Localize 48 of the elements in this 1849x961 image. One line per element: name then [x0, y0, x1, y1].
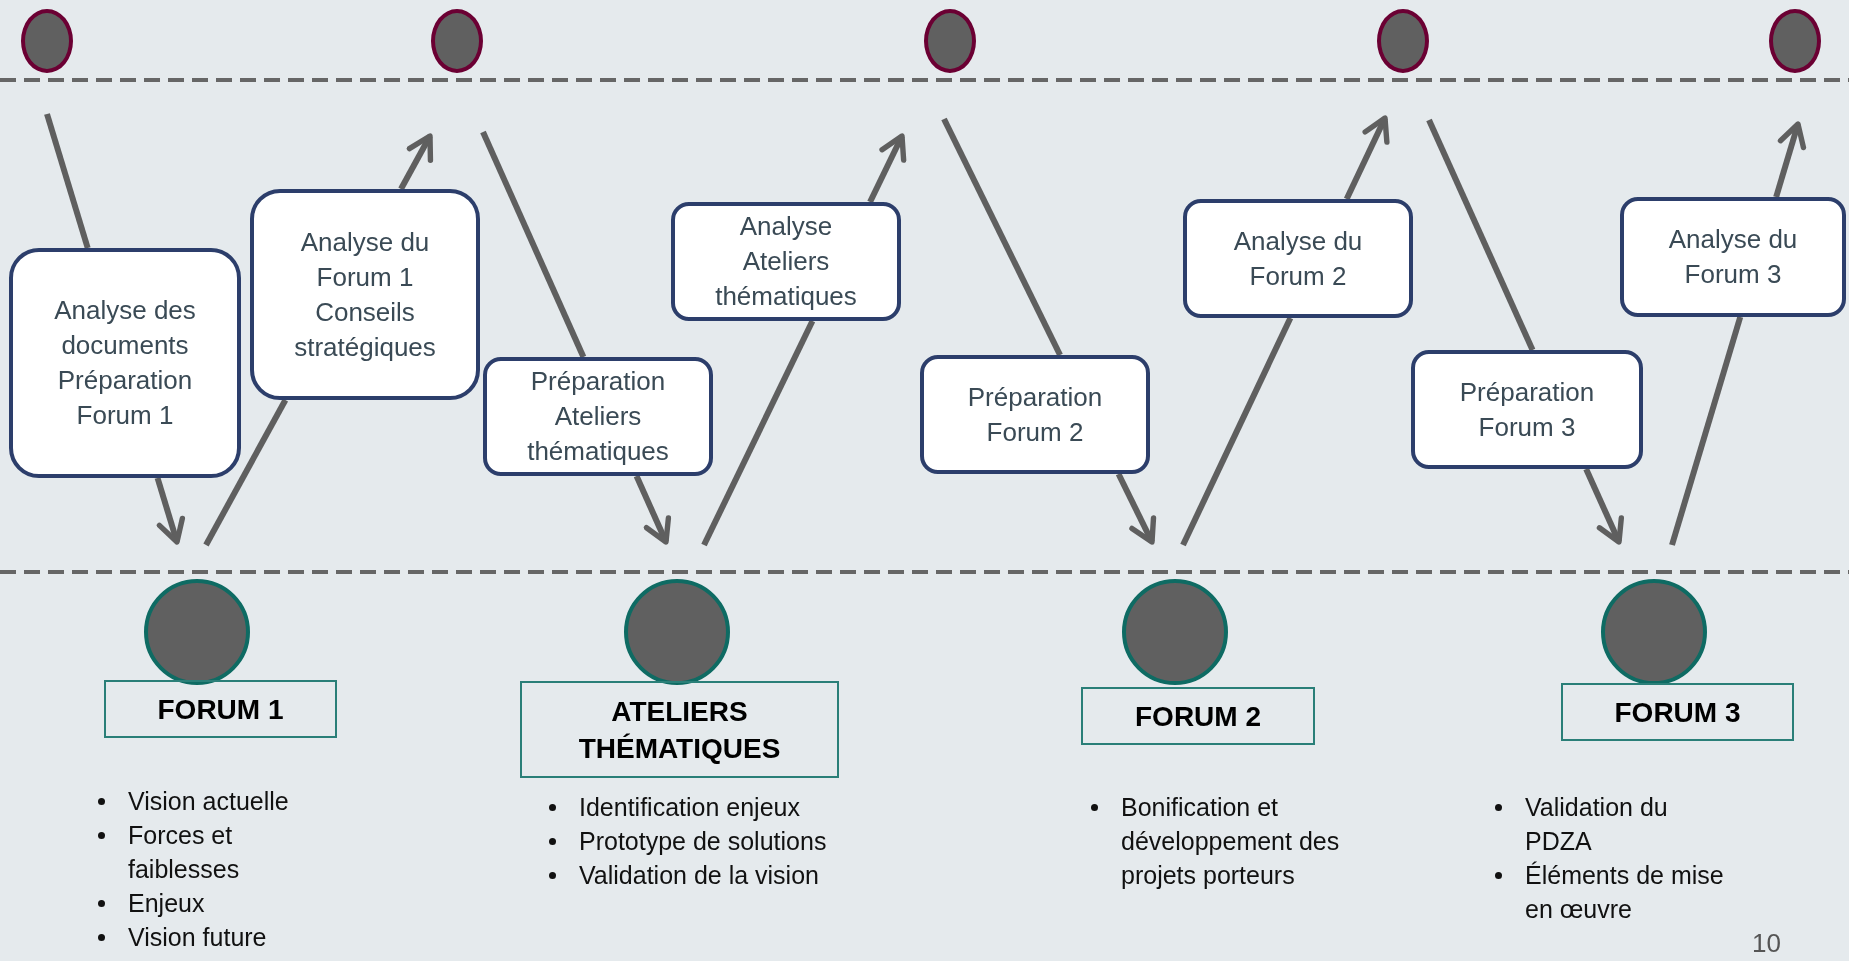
- milestone-circle: [1377, 9, 1429, 73]
- milestone-circle: [21, 9, 73, 73]
- arrow: [867, 133, 907, 204]
- milestone-circle: [924, 9, 976, 73]
- process-box: [483, 357, 713, 476]
- process-label: Analyse Ateliers thématiques: [714, 210, 858, 313]
- process-label: Analyse du Forum 2: [1232, 224, 1364, 293]
- bullet-text: Éléments de mise en œuvre: [1525, 861, 1724, 923]
- arrow: [633, 474, 672, 545]
- page-number: 10: [1752, 928, 1781, 959]
- process-box: [1183, 199, 1413, 318]
- bullet-text: Enjeux: [128, 889, 205, 917]
- event-title: FORUM 3: [1614, 695, 1741, 730]
- arrow: [1773, 121, 1807, 198]
- process-label: Préparation Forum 2: [966, 380, 1104, 449]
- arrow: [154, 477, 186, 545]
- bullet-text: Identification enjeux: [579, 793, 800, 821]
- arrow: [1343, 115, 1390, 201]
- bullet-text: Validation du PDZA: [1525, 793, 1668, 855]
- arrow: [398, 133, 434, 191]
- process-label: Analyse du Forum 3: [1667, 223, 1799, 291]
- bullet-text: Validation de la vision: [579, 861, 819, 889]
- arrow: [1115, 472, 1157, 545]
- process-box: [920, 355, 1150, 474]
- process-box: [1411, 350, 1643, 469]
- process-label: Analyse du Forum 1 Conseils stratégiques: [293, 225, 437, 364]
- event-title: FORUM 2: [1135, 699, 1261, 734]
- process-label: Préparation Ateliers thématiques: [526, 365, 670, 468]
- process-box: [1620, 197, 1846, 317]
- process-label: Préparation Forum 3: [1458, 375, 1596, 444]
- bullet-text: Vision actuelle: [128, 787, 289, 815]
- bullet-text: Bonification et développement des projets porteurs: [1121, 793, 1340, 889]
- event-title-box: [1561, 683, 1794, 741]
- bullet-text: Vision future: [128, 923, 267, 951]
- process-box: [671, 202, 901, 321]
- milestone-circle: [1769, 9, 1821, 73]
- process-label: Analyse des documents Préparation Forum 1: [53, 294, 197, 432]
- event-title-box: [1081, 687, 1315, 745]
- event-title-box: [104, 680, 337, 738]
- milestone-circle: [431, 9, 483, 73]
- process-box: [9, 248, 241, 478]
- event-title: ATELIERS THÉMATIQUES: [577, 694, 782, 766]
- event-title: FORUM 1: [157, 692, 284, 727]
- event-title-box: [520, 681, 839, 778]
- bullet-text: Prototype de solutions: [579, 827, 827, 855]
- bullet-text: Forces et faiblesses: [128, 821, 240, 883]
- process-box: [250, 189, 480, 400]
- arrow: [1583, 467, 1624, 545]
